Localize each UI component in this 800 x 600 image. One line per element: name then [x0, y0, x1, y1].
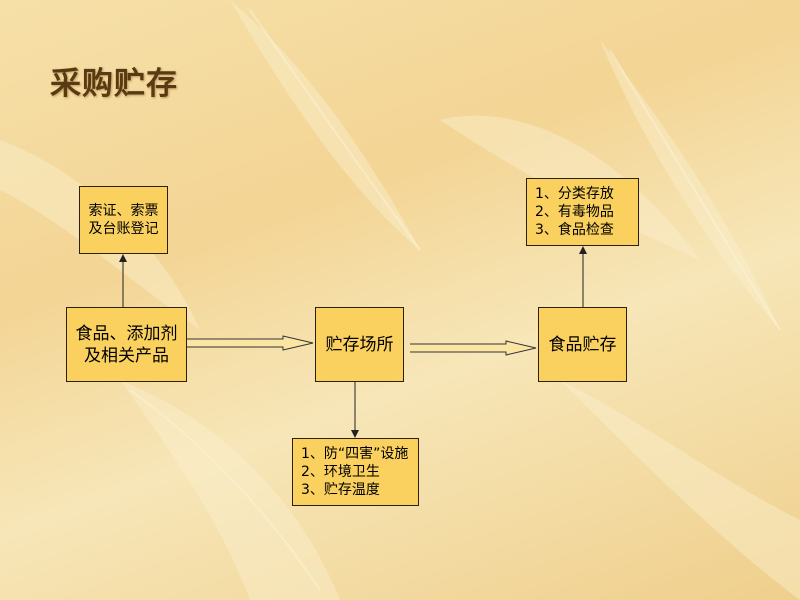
node-storage-methods-line-3: 3、食品检查: [535, 222, 614, 238]
node-food-storage-label: 食品贮存: [548, 334, 617, 355]
connector-source-to-storage-place: [187, 335, 314, 351]
connector-storage-place-to-food-storage: [410, 340, 537, 356]
arrowhead-methods: [579, 246, 587, 254]
node-storage-place: 贮存场所: [315, 307, 404, 382]
node-storage-requirements-line-3: 3、贮存温度: [301, 482, 380, 498]
node-storage-methods-line-2: 2、有毒物品: [535, 204, 614, 220]
node-source-line-2: 及相关产品: [84, 345, 169, 366]
arrowhead-requirements: [351, 430, 359, 438]
node-storage-methods: 1、分类存放 2、有毒物品 3、食品检查: [526, 178, 639, 246]
node-source: 食品、添加剂 及相关产品: [66, 307, 187, 382]
slide-title: 采购贮存: [50, 66, 178, 102]
node-certificate-line-2: 及台账登记: [88, 221, 159, 237]
node-certificate-line-1: 索证、索票: [88, 203, 159, 219]
node-storage-requirements-line-1: 1、防“四害”设施: [301, 446, 409, 462]
node-storage-requirements: 1、防“四害”设施 2、环境卫生 3、贮存温度: [292, 438, 419, 506]
arrowhead-certificate: [119, 254, 127, 262]
node-certificate: 索证、索票 及台账登记: [79, 186, 168, 254]
node-storage-methods-line-1: 1、分类存放: [535, 186, 614, 202]
node-food-storage: 食品贮存: [538, 307, 627, 382]
node-storage-requirements-line-2: 2、环境卫生: [301, 464, 380, 480]
node-source-line-1: 食品、添加剂: [75, 323, 178, 344]
node-storage-place-label: 贮存场所: [325, 334, 394, 355]
